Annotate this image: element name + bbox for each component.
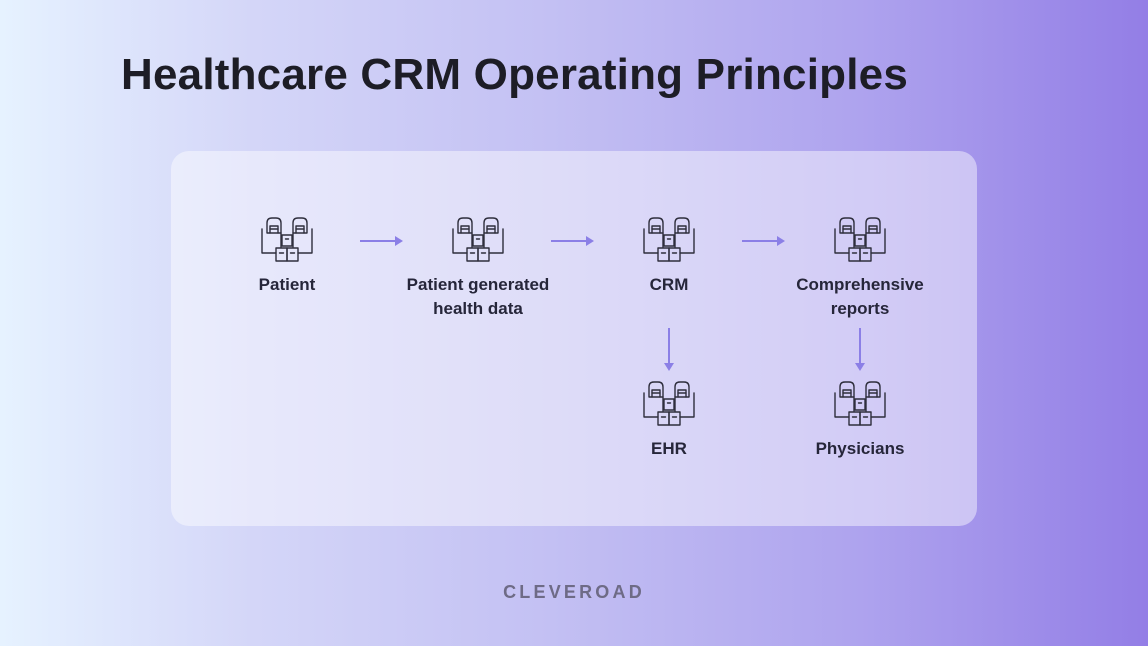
arrow-crm-to-ehr: [664, 328, 674, 371]
diagram-panel: [171, 151, 977, 526]
page-title: Healthcare CRM Operating Principles: [121, 50, 908, 99]
node-crm: CRM: [579, 215, 759, 297]
building-blocks-icon: [642, 379, 696, 429]
node-comprehensive-reports: Comprehensive reports: [770, 215, 950, 321]
node-label: Physicians: [815, 439, 905, 458]
arrow-reports-to-physicians: [855, 328, 865, 371]
brand-logo: CLEVEROAD: [503, 582, 645, 602]
arrow-patient-to-data: [360, 236, 403, 246]
node-label: Comprehensive reports: [796, 275, 924, 318]
arrow-crm-to-reports: [742, 236, 785, 246]
building-blocks-icon: [642, 215, 696, 265]
arrow-data-to-crm: [551, 236, 594, 246]
node-label: Patient: [258, 275, 316, 294]
node-label: Patient generated health data: [406, 275, 550, 318]
node-label: EHR: [651, 439, 687, 458]
building-blocks-icon: [451, 215, 505, 265]
node-patient-generated-health-data: Patient generated health data: [388, 215, 568, 321]
node-physicians: Physicians: [770, 379, 950, 461]
node-patient: Patient: [197, 215, 377, 297]
node-label: CRM: [649, 275, 689, 294]
building-blocks-icon: [833, 379, 887, 429]
building-blocks-icon: [833, 215, 887, 265]
building-blocks-icon: [260, 215, 314, 265]
node-ehr: EHR: [579, 379, 759, 461]
